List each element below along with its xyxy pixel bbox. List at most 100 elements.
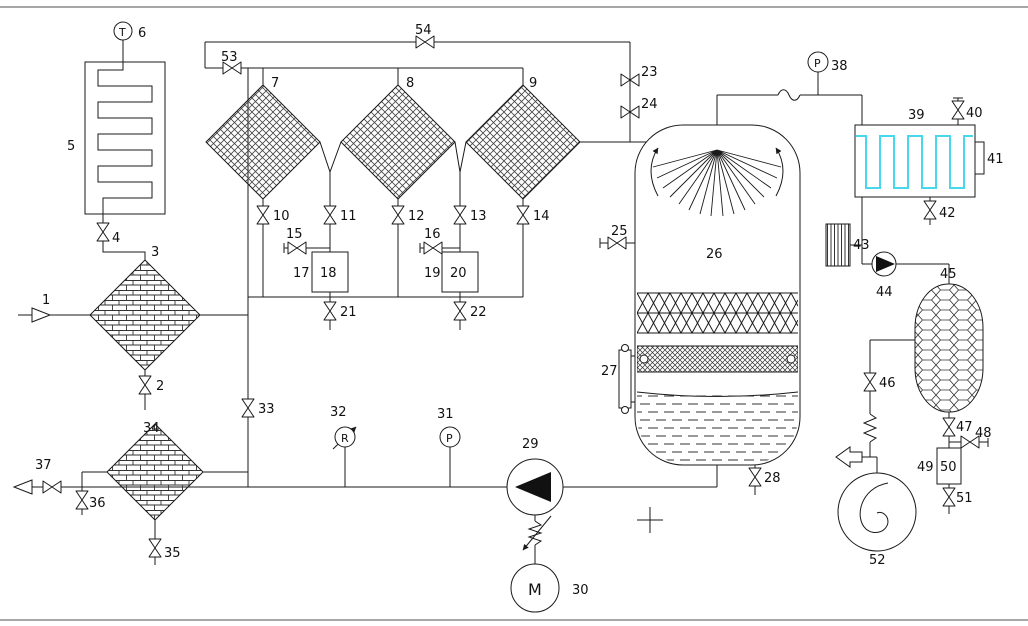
- packing-zigzag: [637, 311, 798, 335]
- gas-flow-arrow-right: [775, 147, 784, 197]
- label-3: 3: [151, 245, 159, 260]
- label-9: 9: [529, 76, 537, 91]
- valve-15: [287, 241, 307, 255]
- motor-letter: M: [528, 580, 542, 599]
- label-48: 48: [975, 426, 992, 441]
- label-47: 47: [956, 420, 973, 435]
- label-34: 34: [143, 421, 160, 436]
- label-32: 32: [330, 405, 347, 420]
- label-8: 8: [406, 76, 414, 91]
- label-38: 38: [831, 59, 848, 74]
- label-12: 12: [408, 209, 425, 224]
- label-23: 23: [641, 65, 658, 80]
- pump-impeller-icon: [515, 472, 551, 502]
- cooler-heat-exchanger-39: [854, 124, 985, 198]
- label-1: 1: [42, 293, 50, 308]
- trap-box-50: [936, 447, 962, 485]
- label-7: 7: [271, 76, 279, 91]
- heater-box-18: [311, 251, 349, 293]
- label-28: 28: [764, 471, 781, 486]
- pressure-gauge-31: [439, 426, 461, 448]
- scrubber-vessel-26: [634, 124, 801, 466]
- label-50: 50: [940, 460, 957, 475]
- valve-14: [516, 205, 530, 225]
- label-36: 36: [89, 496, 106, 511]
- label-15: 15: [286, 227, 303, 242]
- label-6: 6: [138, 26, 146, 41]
- regulator-gauge-letter: R: [341, 432, 349, 445]
- label-11: 11: [340, 209, 357, 224]
- label-35: 35: [164, 546, 181, 561]
- label-16: 16: [424, 227, 441, 242]
- motor-30: [510, 563, 560, 613]
- label-13: 13: [470, 209, 487, 224]
- pump-44: [871, 251, 897, 277]
- label-24: 24: [641, 97, 658, 112]
- valve-47: [942, 417, 956, 437]
- valve-28: [748, 467, 762, 487]
- pressure-gauge-letter: P: [814, 57, 821, 70]
- gas-flow-arrow-left: [650, 147, 659, 197]
- pump-29: [506, 458, 564, 516]
- label-45: 45: [940, 267, 957, 282]
- relief-set-arrow: [522, 515, 552, 551]
- label-30: 30: [572, 583, 589, 598]
- label-20: 20: [450, 266, 467, 281]
- label-51: 51: [956, 491, 973, 506]
- packing-zigzag: [637, 291, 798, 315]
- relief-spring-pump: [527, 520, 543, 546]
- spray-nozzle: [652, 149, 782, 217]
- valve-2: [138, 375, 152, 395]
- label-37: 37: [35, 458, 52, 473]
- valve-36: [75, 490, 89, 510]
- adsorber-8: [340, 84, 456, 200]
- label-4: 4: [112, 231, 120, 246]
- valve-12: [391, 205, 405, 225]
- valve-40: [951, 100, 965, 120]
- valve-22: [453, 301, 467, 321]
- valve-16: [423, 241, 443, 255]
- pressure-gauge-38: [807, 51, 829, 73]
- label-53: 53: [221, 50, 238, 65]
- label-54: 54: [415, 23, 432, 38]
- label-31: 31: [437, 407, 454, 422]
- coil-heat-exchanger-5: [84, 61, 166, 215]
- drain-seal-52: [837, 472, 917, 552]
- label-19: 19: [424, 266, 441, 281]
- inlet-arrow-1: [31, 307, 52, 323]
- valve-42: [923, 200, 937, 220]
- vent-arrow: [835, 446, 863, 468]
- valve-11: [323, 205, 337, 225]
- valve-21: [323, 301, 337, 321]
- pump-impeller-icon: [876, 256, 895, 272]
- label-25: 25: [611, 224, 628, 239]
- label-5: 5: [67, 139, 75, 154]
- label-14: 14: [533, 209, 550, 224]
- label-22: 22: [470, 305, 487, 320]
- outlet-arrow-37: [12, 479, 33, 495]
- packed-vessel-45: [914, 283, 984, 413]
- label-26: 26: [706, 247, 723, 262]
- label-42: 42: [939, 206, 956, 221]
- liquid-level: [637, 394, 798, 463]
- valve-4: [96, 222, 110, 242]
- valve-37: [42, 480, 62, 494]
- adsorber-9: [465, 84, 581, 200]
- level-gauge-27: [618, 344, 632, 414]
- valve-35: [148, 538, 162, 558]
- label-39: 39: [908, 108, 925, 123]
- adsorber-7: [205, 84, 321, 200]
- relief-spring-46: [862, 413, 878, 443]
- regulator-gauge-32: [334, 426, 356, 448]
- valve-51: [942, 487, 956, 507]
- valve-10: [256, 205, 270, 225]
- siphon-curve: [859, 482, 889, 533]
- louver-cooler-43: [825, 223, 851, 267]
- temperature-gauge-6: [113, 21, 133, 41]
- center-cross-mark: [637, 507, 663, 533]
- label-10: 10: [273, 209, 290, 224]
- packing-bed: [637, 345, 798, 373]
